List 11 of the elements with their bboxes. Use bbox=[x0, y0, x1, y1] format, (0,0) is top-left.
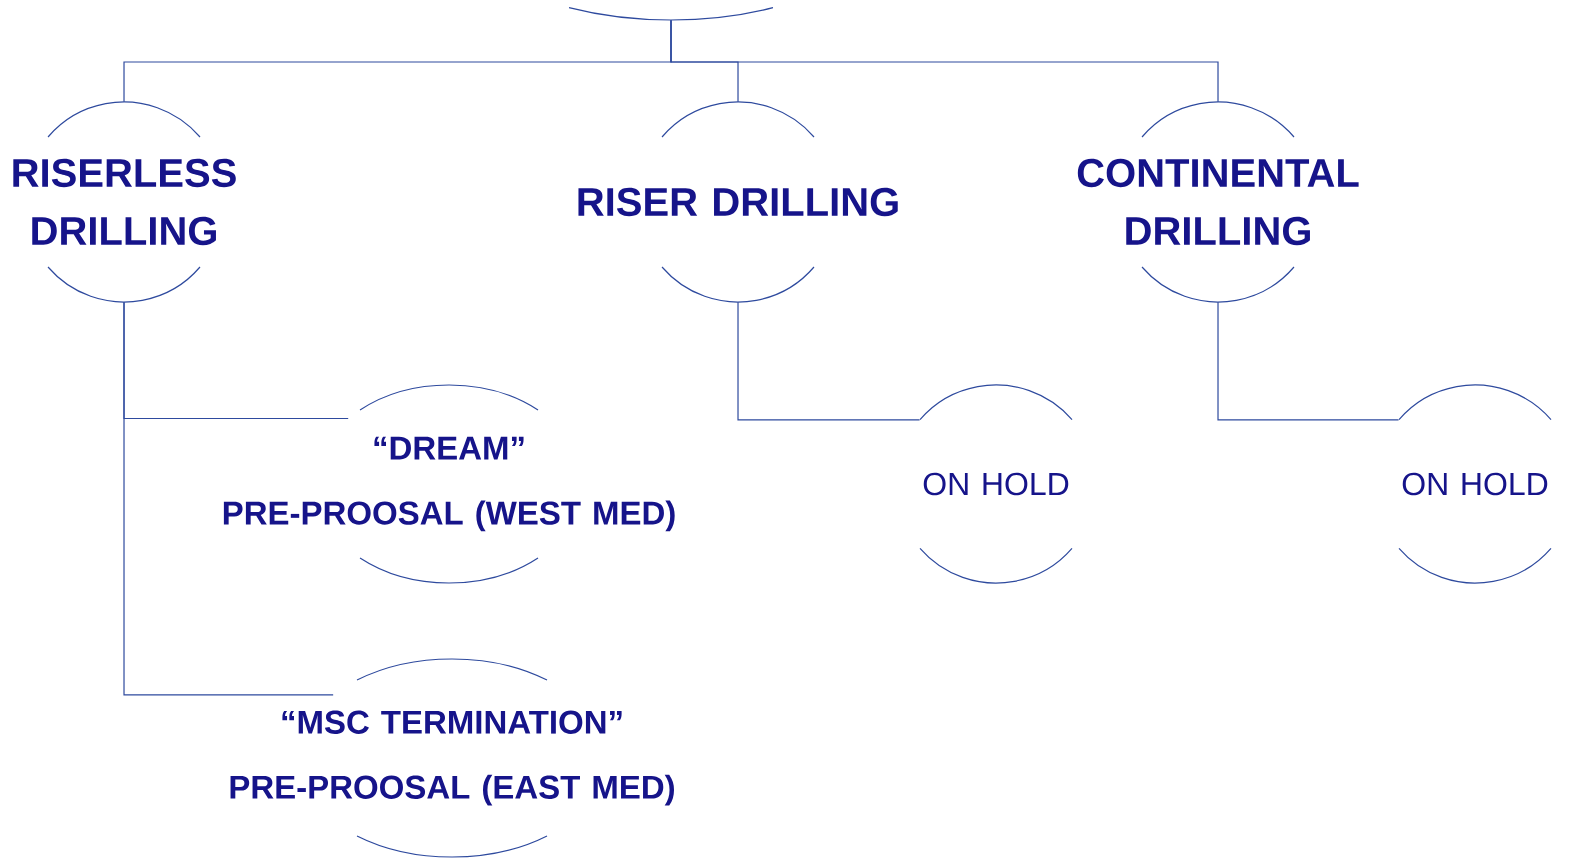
connector-line bbox=[1217, 301, 1400, 421]
connector-line bbox=[737, 301, 921, 421]
connector-line bbox=[670, 19, 1219, 103]
circle-node: ON HOLD bbox=[919, 384, 1073, 584]
connector-line bbox=[123, 301, 334, 696]
circle-node: RISERLESS DRILLING bbox=[13, 101, 236, 303]
circle-node: “DREAM” PRE-PROOSAL (WEST MED) bbox=[223, 384, 675, 584]
circle-node: “MSC TERMINATION” PRE-PROOSAL (EAST MED) bbox=[230, 658, 674, 858]
circle-node: RISER DRILLING bbox=[578, 101, 898, 303]
circle-node: CONTINENTAL DRILLING bbox=[1077, 101, 1359, 303]
circle-node: ON HOLD bbox=[1398, 384, 1552, 584]
